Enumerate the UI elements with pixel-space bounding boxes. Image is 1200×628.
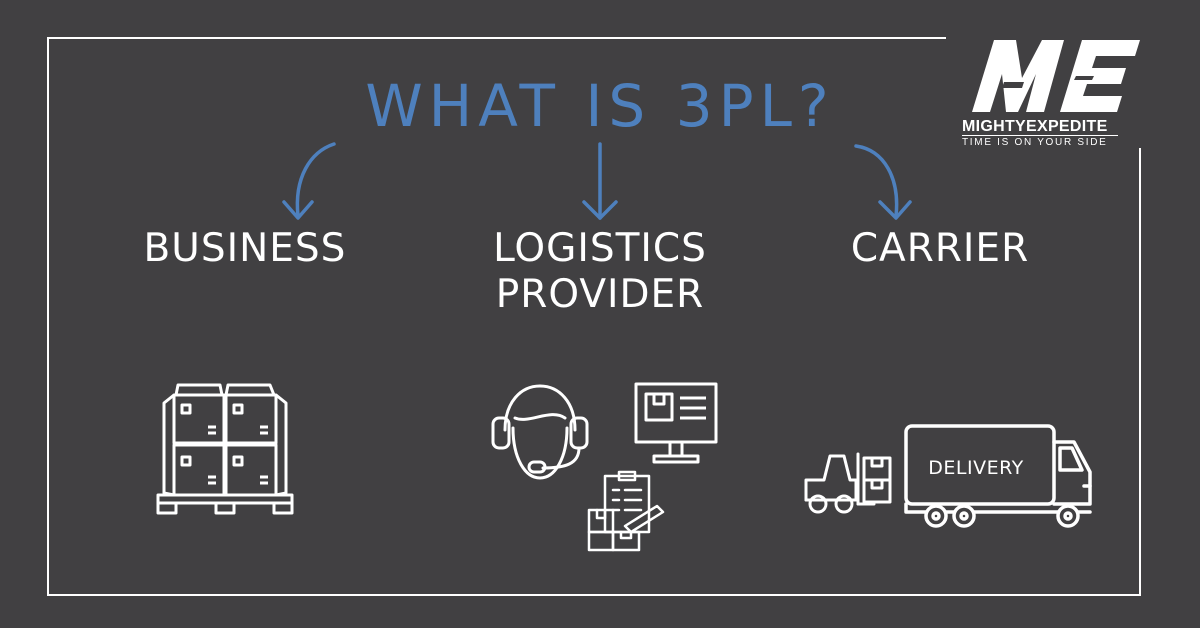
diagram-frame xyxy=(47,37,1141,596)
truck-delivery-text: DELIVERY xyxy=(928,457,1024,479)
pallet-boxes-icon xyxy=(156,383,294,515)
clipboard-boxes-icon xyxy=(587,470,665,552)
arrow-to-carrier-icon xyxy=(854,144,912,220)
arrow-to-business-icon xyxy=(282,142,336,220)
mightyexpedite-logo: MIGHTYEXPEDITE TIME IS ON YOUR SIDE xyxy=(962,34,1142,154)
forklift-icon xyxy=(804,452,892,514)
monitor-icon xyxy=(634,382,718,464)
node-label-logistics-line2: PROVIDER xyxy=(495,272,705,317)
logo-divider xyxy=(962,135,1118,136)
delivery-truck-icon xyxy=(904,424,1092,528)
node-label-logistics-line1: LOGISTICS xyxy=(493,226,707,271)
node-label-logistics-provider: LOGISTICS PROVIDER xyxy=(445,226,755,318)
logo-tagline: TIME IS ON YOUR SIDE xyxy=(962,137,1108,148)
me-logo-mark-icon xyxy=(972,40,1140,112)
node-label-business: BUSINESS xyxy=(110,226,380,272)
node-label-business-line1: BUSINESS xyxy=(143,226,347,271)
arrow-to-logistics-provider-icon xyxy=(582,142,618,220)
diagram-title: WHAT IS 3PL? xyxy=(365,72,835,140)
node-label-carrier: CARRIER xyxy=(810,226,1070,272)
logo-name: MIGHTYEXPEDITE xyxy=(962,118,1108,135)
node-label-carrier-line1: CARRIER xyxy=(850,226,1030,271)
headset-agent-icon xyxy=(491,384,589,480)
